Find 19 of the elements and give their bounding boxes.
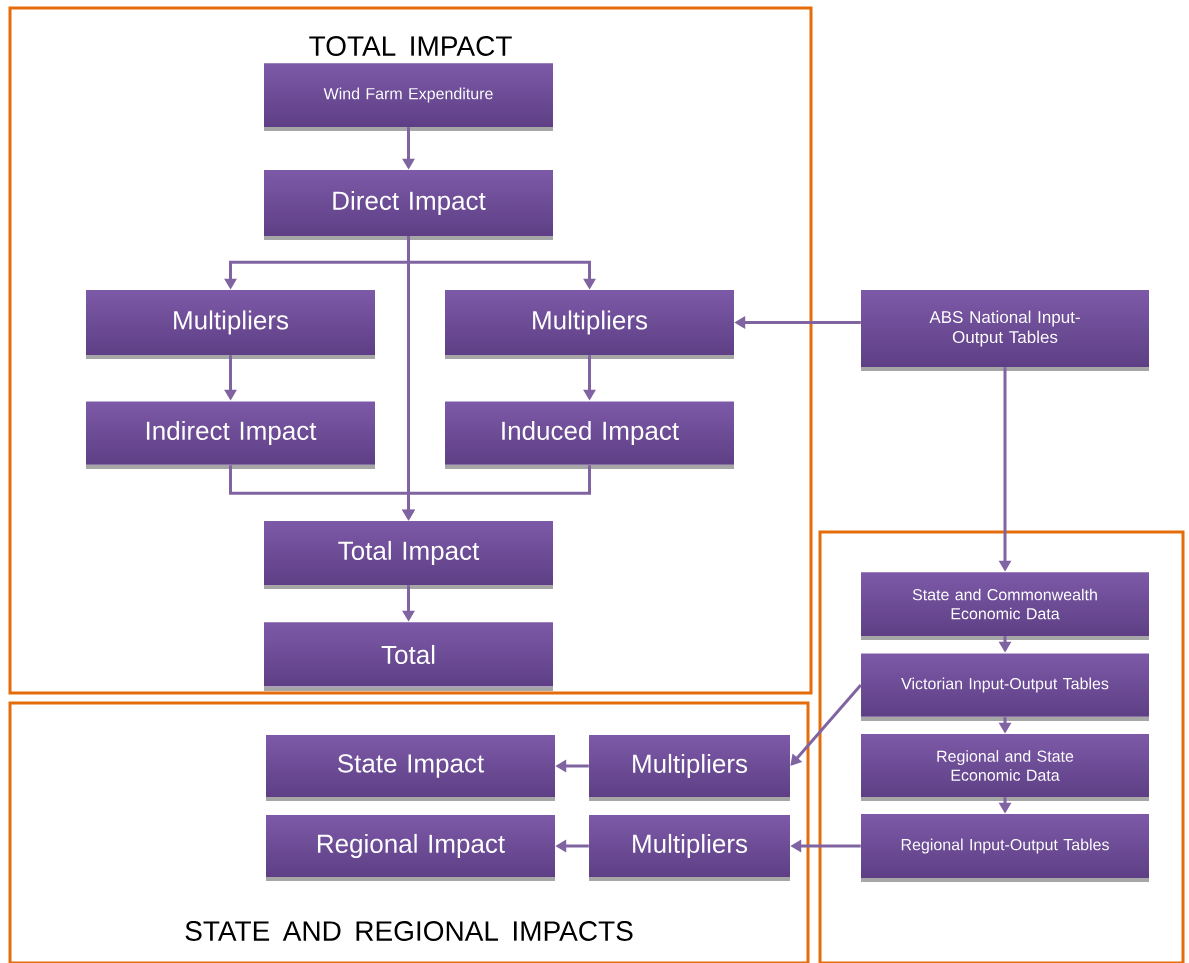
arrow [790, 684, 862, 766]
process-box: Total [264, 622, 553, 691]
process-box: Wind Farm Expenditure [264, 63, 553, 131]
process-box: Multipliers [86, 290, 375, 359]
process-box: Total Impact [264, 521, 553, 589]
process-box: ABS National Input-Output Tables [861, 290, 1149, 371]
process-box: Induced Impact [445, 401, 734, 469]
frame [818, 530, 1185, 963]
process-box: Direct Impact [264, 170, 553, 240]
process-box: Regional Input-Output Tables [861, 814, 1149, 882]
process-box: State Impact [266, 735, 555, 801]
process-box: Regional and State Economic Data [861, 734, 1149, 801]
process-box: Multipliers [589, 815, 790, 881]
process-box: Multipliers [445, 290, 734, 359]
process-box: Victorian Input-Output Tables [861, 653, 1149, 721]
process-box: Multipliers [589, 735, 790, 801]
process-box: Indirect Impact [86, 401, 375, 469]
process-box: State and Commonwealth Economic Data [861, 572, 1149, 640]
process-box: Regional Impact [266, 815, 555, 881]
